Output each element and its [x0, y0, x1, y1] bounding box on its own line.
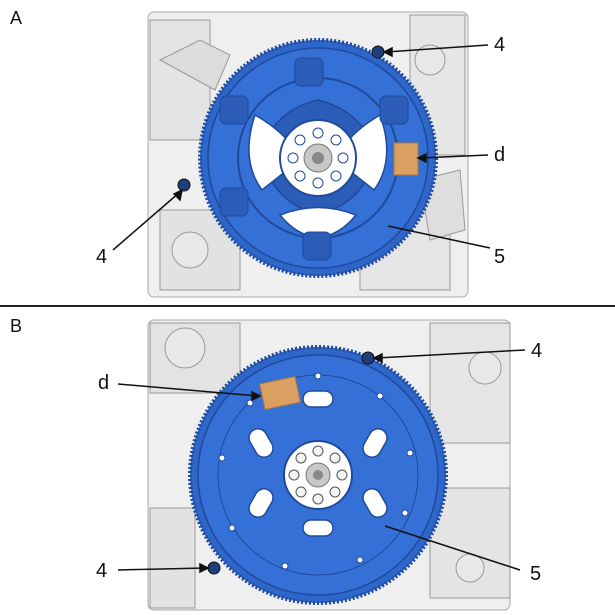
bolt-a-left — [177, 178, 191, 192]
callout-tape-a: d — [494, 144, 506, 166]
panel-label-b: B — [10, 316, 23, 336]
tape-mark-a — [393, 142, 419, 176]
callout-flywheel-a: 5 — [494, 246, 506, 268]
callout-bolt-left-a: 4 — [96, 246, 108, 268]
leader-lines-b — [117, 349, 526, 574]
panel-divider — [0, 305, 615, 307]
bolt-b-left — [207, 561, 221, 575]
callout-bolt-top-a: 4 — [494, 34, 506, 56]
panel-b-illustration — [117, 319, 526, 611]
callout-bolt-left-b: 4 — [96, 560, 108, 582]
flywheel-b — [188, 345, 448, 605]
panel-b: B — [0, 308, 615, 615]
callout-bolt-top-b: 4 — [531, 340, 543, 362]
callout-tape-b: d — [98, 372, 110, 394]
bolt-a-top — [371, 45, 385, 59]
leader-lines-a — [112, 44, 491, 251]
panel-label-a: A — [10, 8, 23, 28]
panel-a-illustration — [112, 11, 491, 298]
callout-flywheel-b: 5 — [530, 563, 542, 585]
tape-mark-b — [259, 375, 301, 411]
panel-a: A — [0, 0, 615, 305]
bolt-b-top — [361, 351, 375, 365]
